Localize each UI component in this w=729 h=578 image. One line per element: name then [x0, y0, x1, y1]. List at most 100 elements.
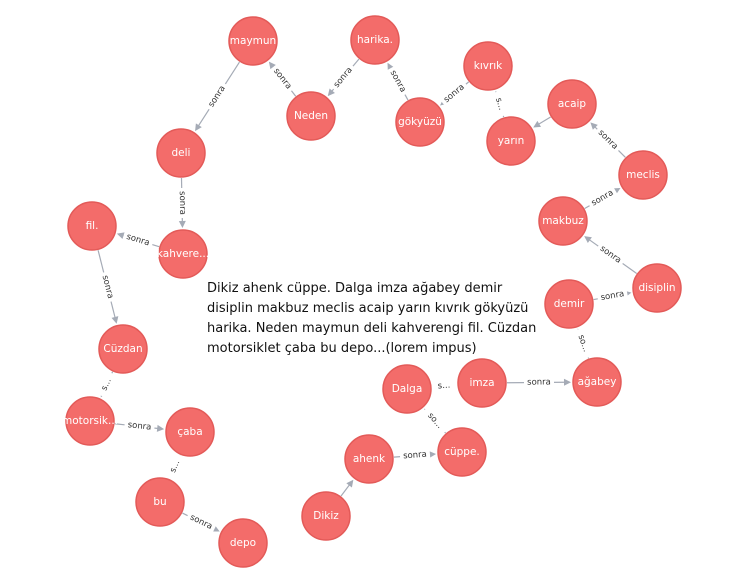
edge-disiplin-makbuz[interactable]: sonra [584, 236, 637, 274]
arrowhead [195, 123, 202, 132]
edge-label-bg [204, 80, 231, 113]
node-circle [572, 357, 622, 407]
edge-acaip-yarin[interactable] [533, 116, 551, 128]
edge-kivrik-gokyuzu[interactable]: sonra [438, 79, 470, 108]
edge-label-group: sonra [586, 185, 619, 211]
edge-label-bg [420, 405, 450, 437]
edge-cuppe-dalga[interactable]: so... [420, 405, 450, 437]
node-depo[interactable]: depo [218, 518, 268, 568]
node-harika[interactable]: harika. [350, 15, 400, 65]
edge-label-group: sonra [97, 271, 117, 304]
edge-bu-depo[interactable]: sonra [182, 510, 220, 535]
arrowhead [111, 316, 119, 324]
edge-motorsiklet-caba[interactable]: sonra [114, 418, 165, 435]
node-label: meclis [626, 169, 660, 181]
edge-label-group: sonra [385, 65, 411, 98]
edge-kahverengi-fil[interactable]: sonra [116, 230, 160, 251]
node-cuzdan[interactable]: Cüzdan [98, 324, 148, 374]
edge-label-bg [385, 65, 411, 98]
node-circle [135, 477, 185, 527]
edge-label-group: s... [96, 370, 118, 399]
node-makbuz[interactable]: makbuz [538, 196, 588, 246]
node-label: Dalga [392, 383, 423, 395]
node-circle [65, 396, 115, 446]
node-imza[interactable]: imza [457, 358, 507, 408]
edge-gokyuzu-harika[interactable]: sonra [385, 62, 411, 101]
node-label: disiplin [638, 282, 675, 294]
node-kahverengi[interactable]: kahvere... [157, 229, 209, 279]
edge-harika-neden[interactable]: sonra [327, 58, 360, 97]
node-circle [228, 16, 278, 66]
arrowhead [563, 378, 572, 386]
edge-imza-agabey[interactable]: sonra [506, 376, 572, 389]
edge-meclis-acaip[interactable]: sonra [590, 122, 626, 158]
edge-ahenk-cuppe[interactable]: sonra [393, 448, 437, 463]
edge-fil-cuzdan[interactable]: sonra [97, 250, 119, 324]
edge-caba-bu[interactable]: s... [164, 452, 186, 481]
node-yarin[interactable]: yarın [486, 116, 536, 166]
node-agabey[interactable]: ağabey [572, 357, 622, 407]
edge-label-group: sonra [123, 418, 156, 435]
node-circle [165, 407, 215, 457]
node-label: yarın [498, 135, 525, 147]
edge-maymun-deli[interactable]: sonra [195, 61, 240, 132]
edge-label: sonra [527, 377, 551, 387]
node-deli[interactable]: deli [156, 128, 206, 178]
edge-neden-maymun[interactable]: sonra [268, 61, 297, 97]
edge-label-group: sonra [329, 62, 358, 93]
node-bu[interactable]: bu [135, 477, 185, 527]
edge-dalga-imza[interactable]: s... [431, 379, 457, 394]
edge-label-group: sonra [268, 63, 297, 95]
node-neden[interactable]: Neden [286, 91, 336, 141]
arrowhead [268, 61, 276, 70]
edge-label: sonra [590, 188, 616, 208]
edge-makbuz-meclis[interactable]: sonra [584, 185, 621, 211]
edge-deli-kahverengi[interactable]: sonra [175, 177, 189, 229]
node-disiplin[interactable]: disiplin [632, 263, 682, 313]
node-meclis[interactable]: meclis [618, 150, 668, 200]
node-cuppe[interactable]: cüppe. [437, 427, 487, 477]
edge-line [340, 484, 351, 497]
edge-label-group: sonra [204, 80, 231, 113]
node-circle [544, 279, 594, 329]
edge-label-bg [184, 510, 218, 535]
edge-demir-disiplin[interactable]: sonra [593, 287, 632, 305]
node-circle [286, 91, 336, 141]
edge-label-group: sonra [399, 448, 431, 463]
edge-label-bg [96, 370, 118, 399]
edge-cuzdan-motorsiklet[interactable]: s... [96, 370, 118, 399]
edge-label: sonra [177, 191, 187, 215]
edge-dikiz-ahenk[interactable] [340, 479, 354, 497]
edge-label-bg [268, 63, 297, 95]
node-circle [547, 79, 597, 129]
node-caba[interactable]: çaba [165, 407, 215, 457]
arrowhead [584, 236, 592, 244]
node-ahenk[interactable]: ahenk [344, 434, 394, 484]
node-fil[interactable]: fil. [67, 201, 117, 251]
arrowhead [327, 88, 335, 97]
edge-label-group: so... [420, 405, 450, 437]
node-label: harika. [357, 34, 393, 46]
node-maymun[interactable]: maymun [228, 16, 278, 66]
node-label: demir [554, 298, 585, 310]
edge-label: sonra [388, 69, 408, 95]
node-label: Cüzdan [103, 343, 142, 355]
edge-label-group: sonra [593, 125, 623, 155]
edge-label-group: so... [572, 327, 594, 360]
edge-label-group: sonra [175, 187, 189, 219]
edge-label-group: sonra [121, 230, 155, 251]
node-label: imza [469, 377, 494, 389]
edge-yarin-kivrik[interactable]: s... [490, 90, 510, 118]
node-dalga[interactable]: Dalga [382, 364, 432, 414]
node-acaip[interactable]: acaip [547, 79, 597, 129]
edge-label-group: s... [164, 452, 186, 481]
node-demir[interactable]: demir [544, 279, 594, 329]
node-label: ahenk [353, 453, 386, 465]
node-gokyuzu[interactable]: gökyüzü [395, 97, 445, 147]
node-circle [618, 150, 668, 200]
node-motorsiklet[interactable]: motorsik... [62, 396, 118, 446]
node-label: deli [172, 147, 191, 159]
node-dikiz[interactable]: Dikiz [301, 491, 351, 541]
node-kivrik[interactable]: kıvrık [463, 41, 513, 91]
edge-agabey-demir[interactable]: so... [572, 327, 594, 360]
